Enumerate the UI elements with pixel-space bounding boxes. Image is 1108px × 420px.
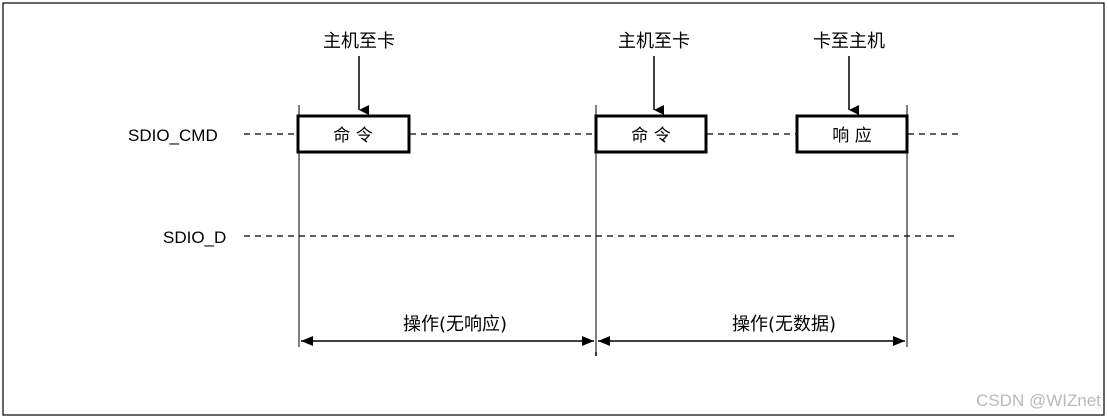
host-to-card-label-2: 主机至卡 <box>618 31 690 52</box>
host-to-card-label-1: 主机至卡 <box>323 31 395 52</box>
operation-no-response-label: 操作(无响应) <box>403 314 507 335</box>
command-box-2: 命 令 <box>594 114 708 154</box>
card-to-host-label: 卡至主机 <box>813 31 885 52</box>
sdio-cmd-label: SDIO_CMD <box>128 126 218 145</box>
response-box-label: 响 应 <box>832 126 871 146</box>
sdio-d-label: SDIO_D <box>163 228 226 247</box>
operation-no-data-label: 操作(无数据) <box>732 314 836 335</box>
command-box-1-label: 命 令 <box>333 126 372 146</box>
command-box-2-label: 命 令 <box>631 126 670 146</box>
command-box-1: 命 令 <box>296 114 411 154</box>
csdn-watermark: CSDN @WIZnet <box>976 391 1101 410</box>
response-box: 响 应 <box>795 114 909 154</box>
